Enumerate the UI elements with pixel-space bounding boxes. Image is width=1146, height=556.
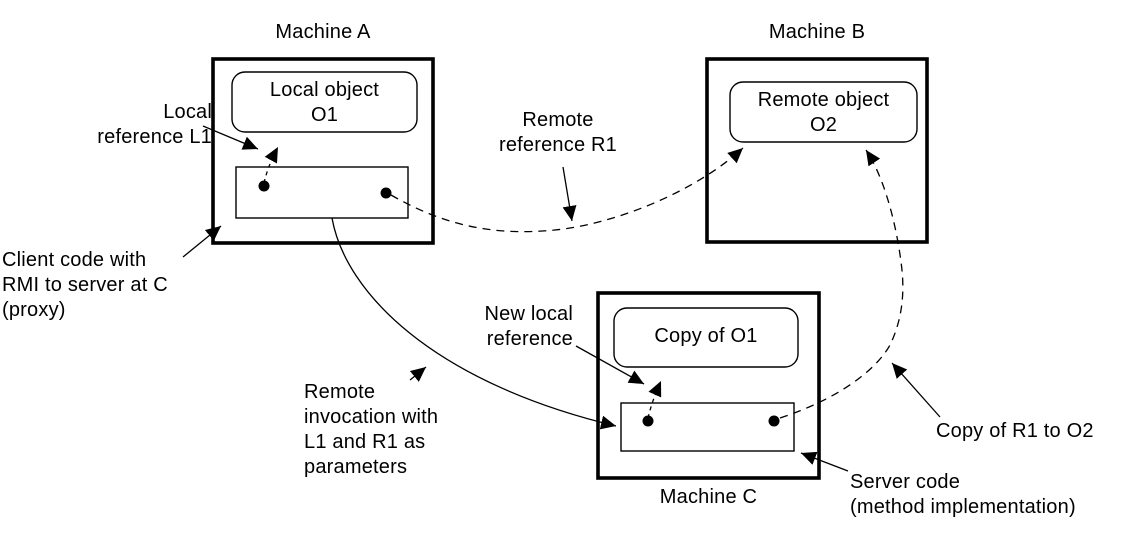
server-code-leader-arrow bbox=[800, 451, 849, 472]
l1-to-o1-dashed-arrow bbox=[263, 146, 279, 184]
new-local-reference-label: New local reference bbox=[484, 303, 573, 350]
copy-of-r1-leader-arrow bbox=[891, 362, 941, 418]
remote-object-o2-label: Remote object O2 bbox=[757, 89, 890, 136]
local-object-o1-label: Local object O1 bbox=[269, 79, 380, 126]
server-right-dot bbox=[768, 415, 780, 427]
machine-b-title: Machine B bbox=[768, 21, 866, 43]
server-code-box bbox=[620, 402, 795, 452]
remote-object-o2-box bbox=[729, 81, 918, 143]
local-object-o1-box bbox=[231, 71, 418, 133]
client-code-label: Client code with RMI to server at C (pro… bbox=[2, 249, 168, 321]
remote-invocation-curve bbox=[331, 217, 617, 430]
remote-reference-leader-arrow bbox=[562, 166, 577, 222]
remote-reference-r1-dashed-curve bbox=[390, 147, 744, 233]
proxy-r1-dot bbox=[380, 187, 392, 199]
copy-of-r1-dashed-curve bbox=[779, 149, 904, 419]
new-local-reference-leader-arrow bbox=[575, 345, 645, 385]
server-left-dot bbox=[642, 415, 654, 427]
server-code-label: Server code (method implementation) bbox=[850, 471, 1076, 518]
machine-c-title: Machine C bbox=[659, 486, 758, 508]
local-reference-leader-arrow bbox=[202, 125, 259, 150]
remote-reference-label: Remote reference R1 bbox=[498, 109, 617, 156]
copy-of-o1-label: Copy of O1 bbox=[654, 325, 758, 347]
remote-invocation-label: Remote invocation with L1 and R1 as para… bbox=[304, 381, 439, 478]
newref-to-copy-dashed-arrow bbox=[647, 380, 662, 419]
local-reference-label: Local reference L1 bbox=[97, 101, 212, 148]
proxy-l1-dot bbox=[258, 180, 270, 192]
machine-a-title: Machine A bbox=[275, 21, 371, 43]
copy-of-r1-label: Copy of R1 to O2 bbox=[936, 420, 1094, 442]
remote-invocation-leader-arrow bbox=[409, 366, 427, 382]
client-proxy-box bbox=[235, 166, 409, 219]
client-code-leader-arrow bbox=[182, 225, 222, 258]
copy-of-o1-box bbox=[613, 307, 799, 368]
